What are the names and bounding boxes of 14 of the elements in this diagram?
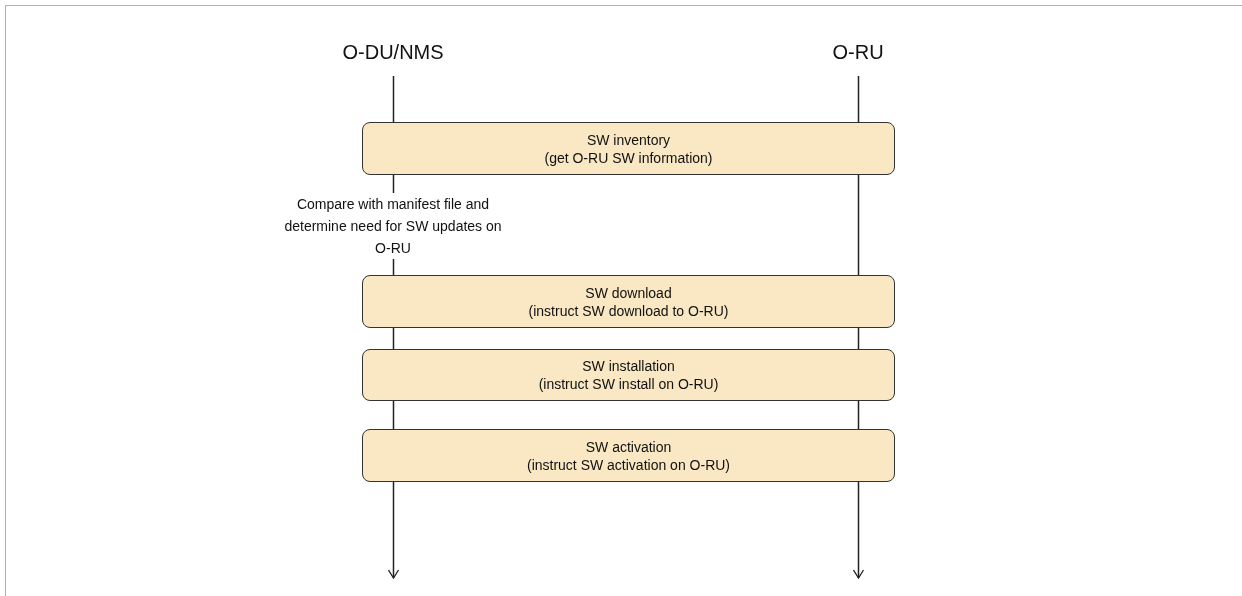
message-box — [362, 349, 895, 401]
message-detail: (instruct SW activation on O-RU) — [525, 455, 732, 474]
message-title: SW inventory — [585, 130, 672, 149]
lifeline-header: O-DU/NMS — [342, 40, 444, 64]
message-title: SW download — [584, 283, 673, 302]
message-title: SW installation — [581, 357, 676, 375]
message-detail: (instruct SW install on O-RU) — [537, 375, 720, 393]
message-detail: (instruct SW download to O-RU) — [527, 301, 730, 320]
message-box — [362, 429, 895, 482]
message-box — [362, 275, 895, 328]
message-title: SW activation — [584, 437, 673, 456]
lifeline-header: O-RU — [832, 40, 884, 64]
message-box — [362, 122, 895, 175]
message-detail: (get O-RU SW information) — [543, 148, 714, 167]
